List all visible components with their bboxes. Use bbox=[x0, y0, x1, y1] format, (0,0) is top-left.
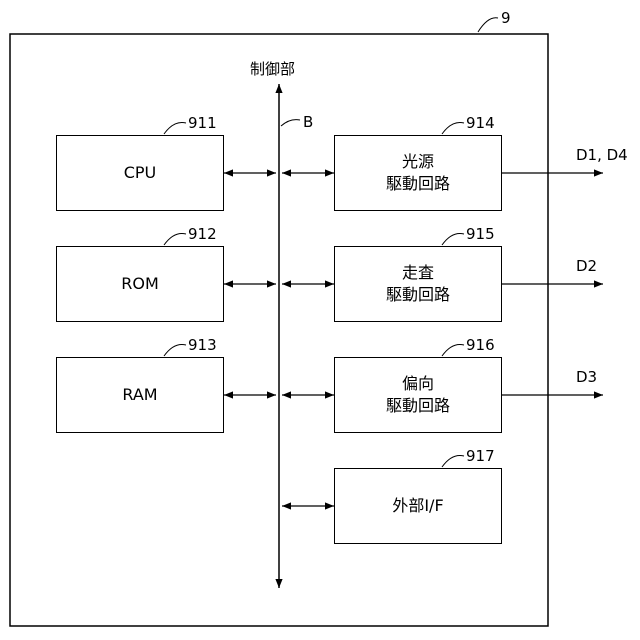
deflection-driver-ref: 916 bbox=[466, 336, 495, 354]
ram-ref: 913 bbox=[188, 336, 217, 354]
external-if-ref: 917 bbox=[466, 447, 495, 465]
ram-label: RAM bbox=[122, 384, 157, 406]
scan-driver-ref: 915 bbox=[466, 225, 495, 243]
scan-driver-line1: 走査 bbox=[402, 262, 434, 284]
deflection-driver-line1: 偏向 bbox=[402, 373, 434, 395]
ref-911-leader bbox=[164, 122, 186, 134]
cpu-label: CPU bbox=[124, 162, 157, 184]
outer-ref-label: 9 bbox=[501, 9, 511, 27]
scan-driver-line2: 駆動回路 bbox=[386, 284, 450, 306]
ref-915-leader bbox=[442, 233, 464, 245]
rom-block: ROM bbox=[56, 246, 224, 322]
ref-914-leader bbox=[442, 122, 464, 134]
rom-ref: 912 bbox=[188, 225, 217, 243]
ref-912-leader bbox=[164, 233, 186, 245]
cpu-ref: 911 bbox=[188, 114, 217, 132]
light-source-driver-block: 光源 駆動回路 bbox=[334, 135, 502, 211]
bus-b-leader bbox=[281, 120, 300, 126]
ref-917-leader bbox=[442, 455, 464, 467]
light-source-driver-ref: 914 bbox=[466, 114, 495, 132]
external-if-block: 外部I/F bbox=[334, 468, 502, 544]
output-d3-label: D3 bbox=[576, 368, 597, 386]
scan-driver-block: 走査 駆動回路 bbox=[334, 246, 502, 322]
ref-916-leader bbox=[442, 344, 464, 356]
bus-ref-label: B bbox=[303, 113, 313, 131]
cpu-block: CPU bbox=[56, 135, 224, 211]
ref-913-leader bbox=[164, 344, 186, 356]
rom-label: ROM bbox=[121, 273, 159, 295]
light-source-driver-line2: 駆動回路 bbox=[386, 173, 450, 195]
ref-9-leader bbox=[478, 18, 498, 32]
light-source-driver-line1: 光源 bbox=[402, 151, 434, 173]
ram-block: RAM bbox=[56, 357, 224, 433]
external-if-label: 外部I/F bbox=[392, 495, 443, 517]
control-unit-title: 制御部 bbox=[250, 58, 295, 79]
output-d2-label: D2 bbox=[576, 257, 597, 275]
deflection-driver-line2: 駆動回路 bbox=[386, 395, 450, 417]
deflection-driver-block: 偏向 駆動回路 bbox=[334, 357, 502, 433]
output-d1-d4-label: D1, D4 bbox=[576, 146, 628, 164]
